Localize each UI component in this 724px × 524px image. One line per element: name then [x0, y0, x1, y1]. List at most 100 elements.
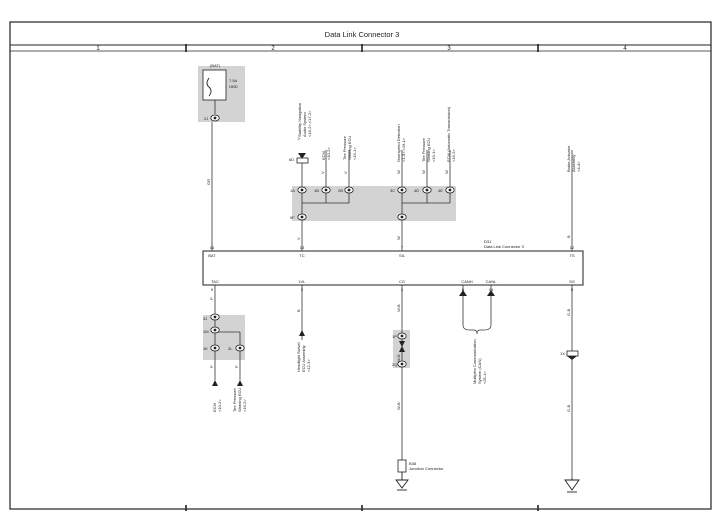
fuse-box-label: (BAT): [210, 63, 221, 68]
ref-stability-3: <16-2>,<17-2>: [307, 110, 312, 137]
wc-top-w1: W: [396, 170, 401, 174]
canh-arrow-icon: [459, 290, 467, 296]
connector-nodes: [210, 114, 455, 368]
wires: [211, 100, 573, 478]
pin-bat-name: BAT: [208, 253, 216, 258]
pin-cg-name: CG: [399, 279, 405, 284]
conn-4d: 4D: [414, 188, 419, 193]
ref-tire-ecu2-2: Warning ECU: [426, 138, 431, 162]
connector-node-pin: [400, 334, 404, 338]
fuse-box: [202, 69, 227, 101]
ref-tire-low-2: Warning ECU: [237, 388, 242, 412]
pin-canl-name: CANL: [486, 279, 497, 284]
junction-id: B38: [409, 461, 417, 466]
ref-ecm-tac-1: ECM: [212, 403, 217, 412]
fuse-connector: 2J: [204, 116, 208, 121]
tc-arrow-icon: [298, 153, 306, 159]
fuse-icon: [206, 77, 212, 97]
wire-color-labels: GR V W B P B W-B W-B W-B G-B G-B V V V W…: [206, 137, 571, 412]
connector-node-pin: [347, 188, 351, 192]
wc-top-w2: W: [421, 170, 426, 174]
lvl-arrow-icon: [299, 330, 305, 336]
junction-name: Junction Connector: [409, 466, 444, 471]
conn-1m: 1M: [203, 329, 209, 334]
ref-brake-1: Brake Actuator: [566, 145, 571, 172]
ref-brake-3: <4-4>: [576, 161, 581, 172]
connector-id-labels: 6D 1A 1B 2B 3C 4D 4E 5F 3J 1K 2L 1M 1P 2…: [203, 157, 565, 367]
wc-cg-lower: W-B: [396, 402, 401, 410]
wc-lvl: B: [296, 309, 301, 312]
fuse-rating: 7.5A: [229, 78, 238, 83]
ref-brake-2: Assembly: [571, 155, 576, 172]
pin-tac-num: 9: [211, 287, 214, 292]
conn-1p: 1P: [392, 334, 397, 339]
wc-top-v3: V: [343, 171, 348, 174]
diagram-title: Data Link Connector 3: [325, 30, 400, 39]
tac-arrow-icon: [212, 380, 218, 386]
wc-top-v2: V: [320, 171, 325, 174]
connector-node-pin: [213, 328, 217, 332]
reference-labels-bottom: ECM <10-2> Tire Pressure Warning ECU <19…: [212, 339, 487, 412]
dlc3-box: [202, 250, 584, 286]
ref-multiplex-2: System (CAN): [477, 358, 482, 384]
ref-tire-ecu-1: Tire Pressure: [342, 135, 347, 160]
connector-node-pin: [300, 215, 304, 219]
column-number-4: 4: [623, 46, 627, 52]
ref-ecm-tac-2: <10-2>: [217, 399, 222, 412]
pin-tac-name: TAC: [211, 279, 219, 284]
conn-sg: 1X: [560, 351, 565, 356]
connector-node-pin: [324, 188, 328, 192]
sg-connector: [566, 350, 579, 357]
ref-headlight-3: <12-3>: [306, 359, 311, 372]
ref-ecm-trans-2: <16-2>: [451, 149, 456, 162]
ref-tire-ecu2-3: <19-1>: [431, 149, 436, 162]
ref-overspeed-1: Overspeed Detection: [396, 124, 401, 162]
can-brace: [462, 324, 492, 335]
ref-stability-1: Stability Navigation: [297, 103, 302, 137]
wc-bat: GR: [206, 179, 211, 185]
pin-canh-name: CANH: [461, 279, 472, 284]
conn-top-left: 6D: [289, 157, 294, 162]
conn-4e: 4E: [438, 188, 443, 193]
connector-node-pin: [213, 315, 217, 319]
ref-overspeed-2: <1-3>,<16-1>: [401, 137, 406, 162]
dlc-name: Data Link Connector 3: [484, 244, 525, 249]
conn-3c: 3C: [390, 188, 395, 193]
sg-connector-arrow-icon: [567, 356, 577, 360]
column-ticks: [185, 44, 539, 511]
connector-node-pin: [238, 346, 242, 350]
arrow-icons: [212, 153, 495, 386]
pin-sg-name: SG: [569, 279, 575, 284]
ref-ecm-trans-1: ECM (Automatic Transmission): [446, 106, 451, 162]
pin-sil-name: SIL: [399, 253, 406, 258]
junction-connector-box: [397, 459, 407, 473]
ref-tire-ecu2-1: Tire Pressure: [421, 137, 426, 162]
column-number-2: 2: [271, 46, 275, 52]
ref-headlight-1: Headlight Swivel: [296, 342, 301, 372]
fuse-name: OBD: [229, 84, 238, 89]
ref-headlight-2: ECU Assembly: [301, 345, 306, 372]
ref-tire-low-1: Tire Pressure: [232, 387, 237, 412]
wc-tc: V: [296, 237, 301, 240]
wc-sil: W: [396, 236, 401, 240]
shaded-zones: [198, 66, 456, 368]
wc-top-w3: W: [444, 170, 449, 174]
wc-low-p1: P: [209, 365, 214, 368]
conn-1b: 1B: [314, 188, 319, 193]
tc-connector: [296, 157, 309, 164]
wc-ts: B: [566, 235, 571, 238]
connector-node-pin: [400, 188, 404, 192]
tac2-arrow-icon: [237, 380, 243, 386]
ref-ecm-tc-2: <10-2>: [326, 147, 331, 160]
pin-lvl-name: LVL: [299, 279, 307, 284]
wc-low-p2: P: [234, 365, 239, 368]
conn-5f: 5F: [290, 215, 295, 220]
ground-icon-cg: [395, 479, 409, 489]
connector-node-pin: [425, 188, 429, 192]
wc-tac: P: [209, 297, 214, 300]
conn-3j: 3J: [203, 316, 207, 321]
cg-arrow-up-icon: [399, 346, 405, 352]
connector-node-pin: [400, 215, 404, 219]
conn-1k: 1K: [203, 346, 208, 351]
